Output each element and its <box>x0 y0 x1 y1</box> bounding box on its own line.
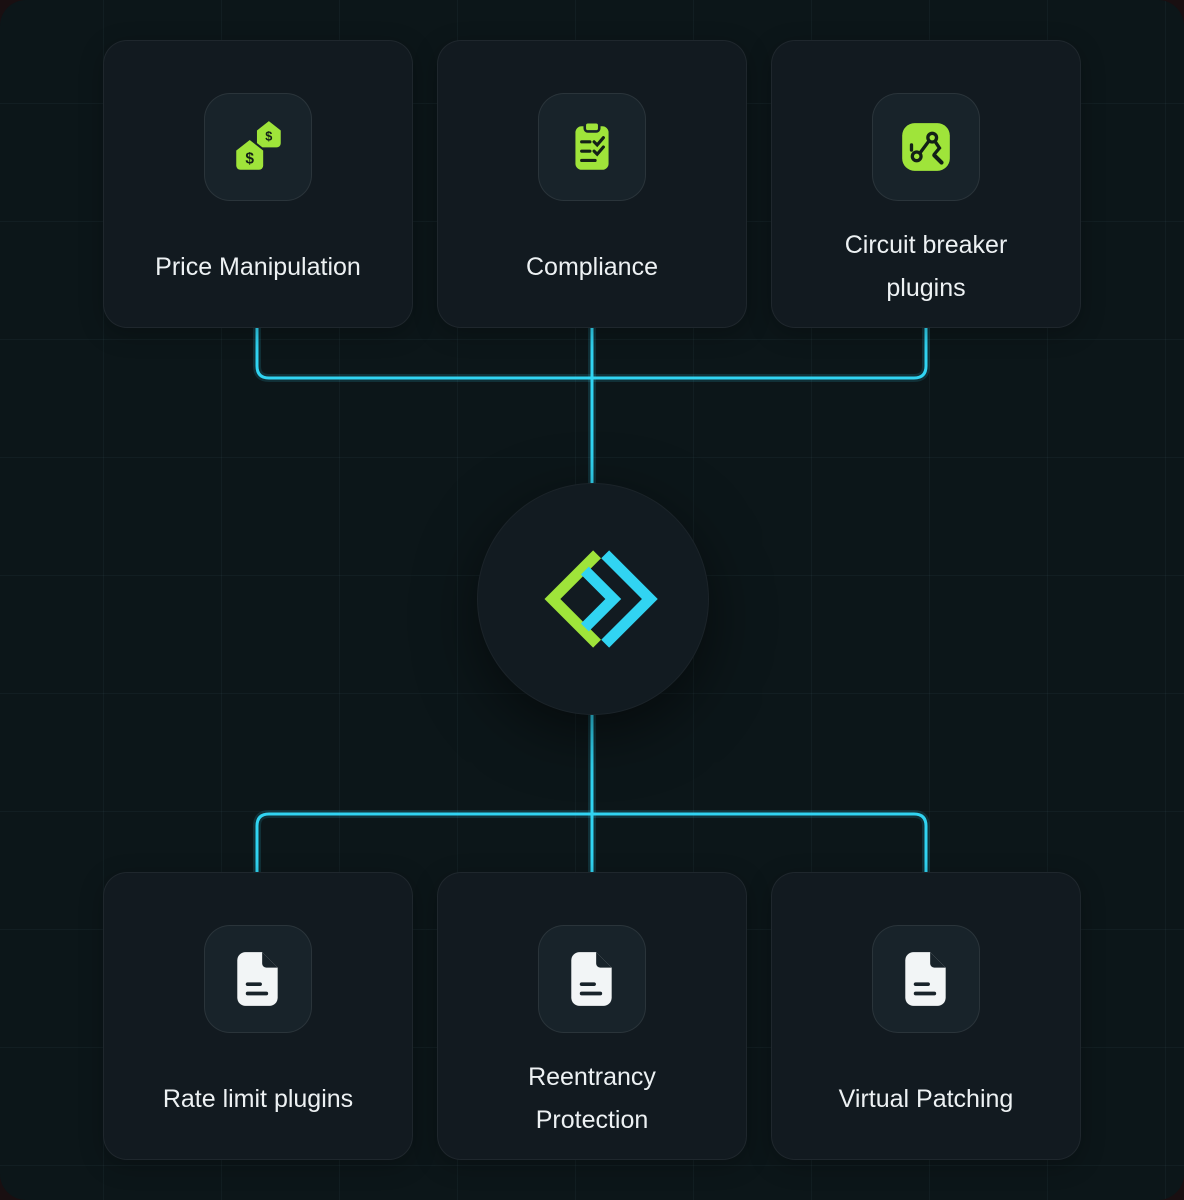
node-card-rate-limit: Rate limit plugins <box>103 872 413 1160</box>
chevron-diamond-logo <box>544 550 658 648</box>
node-label: Reentrancy Protection <box>528 1063 656 1134</box>
node-label: Virtual Patching <box>838 1084 1014 1113</box>
document-icon <box>237 952 278 1006</box>
document-icon <box>571 952 612 1006</box>
node-card-reentrancy: Reentrancy Protection <box>437 872 747 1160</box>
svg-text:$: $ <box>245 151 254 168</box>
icon-tile <box>872 93 980 201</box>
node-label: Price Manipulation <box>155 252 361 281</box>
icon-tile <box>872 925 980 1033</box>
connector-top-right <box>592 327 928 380</box>
icon-tile <box>538 93 646 201</box>
circuit-breaker-icon <box>902 123 950 171</box>
node-card-virtual-patching: Virtual Patching <box>771 872 1081 1160</box>
document-icon <box>905 952 946 1006</box>
node-label: Compliance <box>525 252 658 281</box>
node-card-circuit-breaker: Circuit breaker plugins <box>771 40 1081 328</box>
price-tags-icon: $ $ <box>234 121 281 172</box>
icon-tile <box>538 925 646 1033</box>
clipboard-check-icon <box>575 120 609 170</box>
node-label: Rate limit plugins <box>162 1084 354 1113</box>
connector-bottom-right <box>592 812 928 872</box>
node-card-compliance: Compliance <box>437 40 747 328</box>
hub-circle <box>477 483 709 715</box>
node-label: Circuit breaker plugins <box>844 231 1008 302</box>
icon-tile <box>204 925 312 1033</box>
connector-top-left <box>255 327 592 380</box>
node-card-price-manipulation: $ $ Price Manipulation <box>103 40 413 328</box>
connector-bottom-left <box>255 812 592 872</box>
icon-tile: $ $ <box>204 93 312 201</box>
svg-text:$: $ <box>265 129 272 144</box>
